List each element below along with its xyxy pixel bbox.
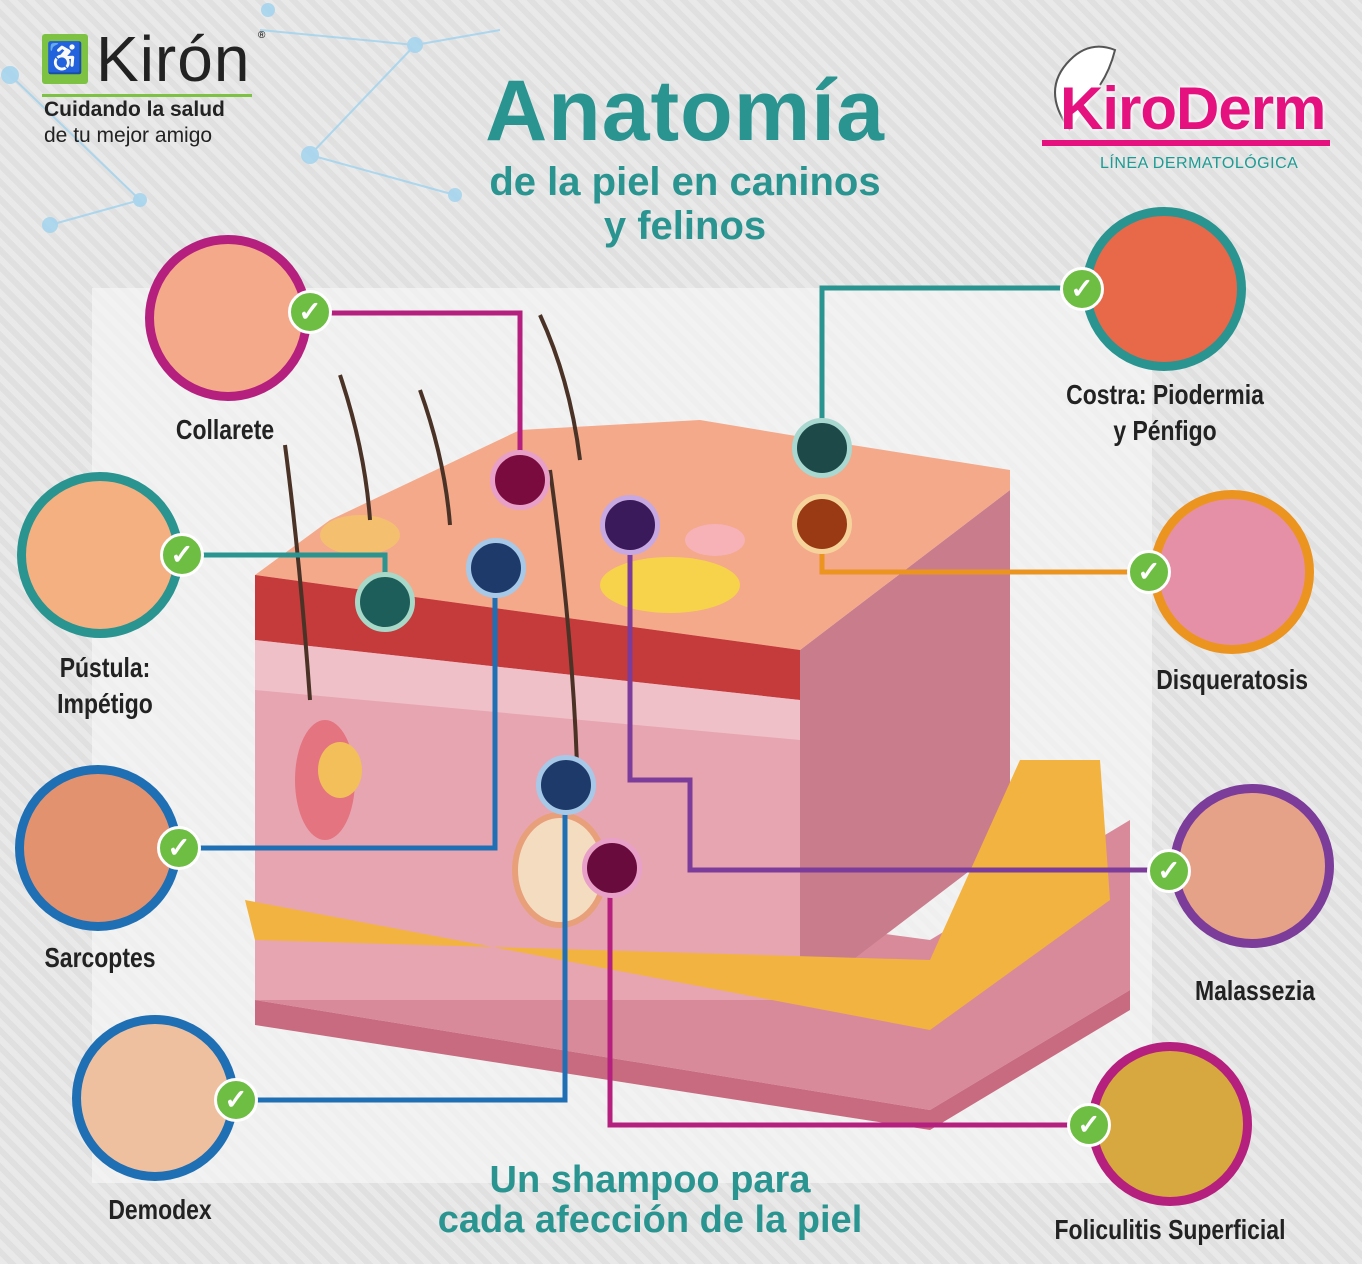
kiroderm-name: KiroDerm (1060, 75, 1326, 142)
title-sub-1: de la piel en caninos (489, 160, 881, 204)
check-icon: ✓ (1067, 1103, 1111, 1147)
disqueratosis-label: Disqueratosis (1156, 664, 1309, 695)
collarete-label: Collarete (175, 414, 275, 445)
disqueratosis-image (1150, 490, 1314, 654)
kiron-tagline-2: de tu mejor amigo (44, 124, 213, 147)
sarcoptes-label: Sarcoptes (44, 942, 156, 973)
check-icon: ✓ (160, 533, 204, 577)
kiroderm-divider (1042, 140, 1330, 146)
title-sub-2: y felinos (603, 204, 767, 248)
kiroderm-subtitle: LÍNEA DERMATOLÓGICA (1100, 155, 1299, 172)
registered-mark: ® (258, 30, 266, 41)
page-title: Anatomía de la piel en caninos y felinos (340, 62, 1030, 248)
demodex-image (72, 1015, 238, 1181)
check-icon: ✓ (1127, 550, 1171, 594)
costra-marker (792, 418, 852, 478)
footer-line-1: Un shampoo para (489, 1159, 811, 1201)
check-icon: ✓ (214, 1078, 258, 1122)
foliculitis-label: Foliculitis Superficial (1054, 1214, 1286, 1245)
collarete-marker (490, 450, 550, 510)
costra-image (1082, 207, 1246, 371)
collarete-image (145, 235, 311, 401)
check-icon: ✓ (157, 826, 201, 870)
pustula-image (17, 472, 183, 638)
pustula-label: Pústula: Impétigo (35, 650, 174, 722)
sarcoptes-image (15, 765, 181, 931)
kiroderm-logo: KiroDerm LÍNEA DERMATOLÓGICA (1040, 40, 1330, 180)
demodex-marker (536, 755, 596, 815)
pustula-marker (355, 572, 415, 632)
check-icon: ✓ (1060, 267, 1104, 311)
foliculitis-image (1088, 1042, 1252, 1206)
footer-tagline: Un shampoo para cada afección de la piel (400, 1160, 900, 1240)
kiron-logo-icon: ♿ (42, 34, 88, 84)
malassezia-label: Malassezia (1194, 975, 1315, 1006)
costra-label-line-2: y Pénfigo (1113, 415, 1217, 446)
costra-label: Costra: Piodermia y Pénfigo (1063, 377, 1268, 449)
malassezia-marker (600, 495, 660, 555)
title-main: Anatomía (485, 63, 885, 159)
skin-block (245, 420, 1130, 1130)
foliculitis-marker (582, 838, 642, 898)
check-icon: ✓ (1147, 849, 1191, 893)
kiron-divider (42, 94, 252, 97)
kiron-name: Kirón (96, 23, 251, 95)
pustula-label-line-1: Pústula: (59, 652, 151, 683)
kiron-tagline-1: Cuidando la salud (44, 98, 225, 121)
demodex-label: Demodex (108, 1194, 212, 1225)
pustula-label-line-2: Impétigo (57, 688, 153, 719)
sarcoptes-marker (466, 538, 526, 598)
network-decoration (1, 3, 501, 233)
costra-label-line-1: Costra: Piodermia (1066, 379, 1264, 410)
malassezia-image (1170, 784, 1334, 948)
disqueratosis-marker (792, 494, 852, 554)
dog-icon (1054, 45, 1117, 131)
check-icon: ✓ (288, 290, 332, 334)
footer-line-2: cada afección de la piel (437, 1199, 863, 1241)
